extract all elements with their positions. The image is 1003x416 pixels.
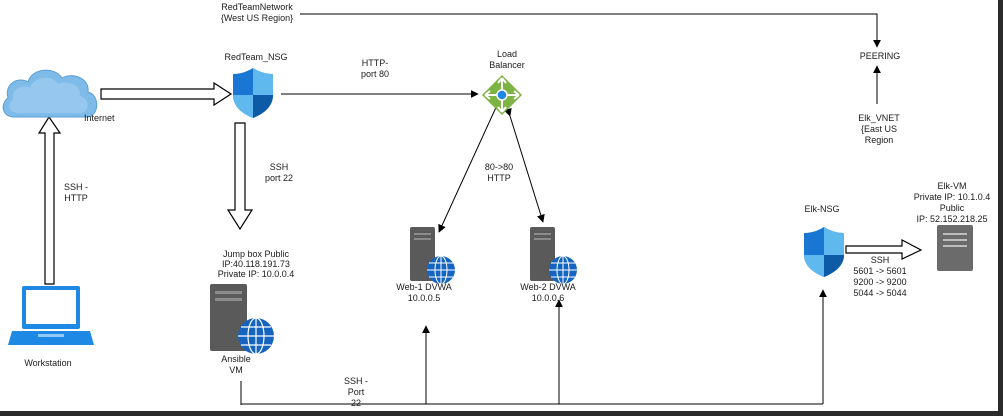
jumpbox-line1: Jump box Public — [223, 249, 290, 259]
elknsg-to-elkvm-arrow — [845, 239, 923, 260]
network-label: RedTeamNetwork {West US Region} — [221, 2, 293, 23]
elk-nsg-label: Elk-NSG — [804, 204, 839, 214]
lb-http-line1: 80->80 — [485, 162, 513, 172]
web1-line2: 10.0.0.5 — [408, 293, 441, 303]
ssh-port-bottom-line2: Port — [348, 387, 365, 397]
web2-label: Web-2 DVWA 10.0.0.6 — [520, 282, 576, 303]
connectors — [240, 13, 881, 405]
elk-ports-label: SSH 5601 -> 5601 9200 -> 9200 5044 -> 50… — [853, 255, 906, 298]
elk-vm-line4: IP: 52.152.218.25 — [916, 214, 987, 224]
ansible-label: Ansible VM — [221, 354, 251, 375]
load-balancer-label: Load Balancer — [489, 49, 525, 70]
workstation-to-internet-arrow — [37, 115, 62, 285]
lb-web1-line — [438, 94, 505, 233]
elk-vnet-line3: Region — [865, 135, 894, 145]
jumpbox-globe-icon — [238, 317, 274, 355]
jumpbox-line2: IP:40.118.191.73 — [222, 259, 290, 269]
ssh-port-bottom-label: SSH - Port 22 — [344, 376, 368, 408]
ssh-22-line1: SSH — [270, 162, 289, 172]
http-port-label: HTTP- port 80 — [361, 58, 389, 79]
ssh-port-bottom-line3: 22 — [351, 398, 361, 408]
ssh-http-line2: HTTP — [64, 193, 88, 203]
elk-vm-line3: Public — [940, 203, 965, 213]
load-balancer-icon — [482, 75, 522, 115]
jumpbox-line3: Private IP: 10.0.0.4 — [218, 269, 295, 279]
cloud-icon — [2, 69, 98, 118]
network-label-line1: RedTeamNetwork — [221, 2, 293, 12]
ssh-http-label: SSH - HTTP — [64, 182, 88, 203]
load-balancer-line1: Load — [497, 49, 517, 59]
web2-server-icon — [530, 227, 555, 281]
ssh-22-label: SSH port 22 — [265, 162, 293, 183]
nsg-to-jumpbox-arrow — [226, 122, 254, 231]
elk-ports-line4: 5044 -> 5044 — [853, 288, 906, 298]
ansible-line2: VM — [229, 365, 243, 375]
elk-ports-line3: 9200 -> 9200 — [853, 277, 906, 287]
ssh-http-line1: SSH - — [64, 182, 88, 192]
lb-web2-line — [504, 107, 545, 223]
http-port-line2: port 80 — [361, 69, 389, 79]
elk-vm-server-icon — [937, 225, 973, 271]
workstation-label: Workstation — [24, 358, 71, 368]
web2-globe-icon — [549, 255, 577, 285]
lb-http-label: 80->80 HTTP — [485, 162, 513, 183]
elk-vnet-label: Elk_VNET {East US Region — [858, 113, 900, 145]
elk-vnet-line1: Elk_VNET — [858, 113, 900, 123]
web1-globe-icon — [427, 255, 455, 285]
ssh-22-line2: port 22 — [265, 173, 293, 183]
workstation-laptop-icon — [8, 286, 94, 345]
elk-vm-label: Elk-VM Private IP: 10.1.0.4 Public IP: 5… — [914, 181, 991, 224]
internet-to-nsg-arrow — [100, 81, 233, 107]
elk-vm-line2: Private IP: 10.1.0.4 — [914, 192, 991, 202]
network-to-peering-line — [300, 13, 881, 48]
hollow-arrows — [37, 81, 923, 285]
jumpbox-label: Jump box Public IP:40.118.191.73 Private… — [218, 249, 295, 279]
web1-line1: Web-1 DVWA — [396, 282, 452, 292]
lb-http-line2: HTTP — [487, 173, 511, 183]
web1-label: Web-1 DVWA 10.0.0.5 — [396, 282, 452, 303]
redteam-nsg-shield-icon — [233, 68, 273, 118]
jumpbox-server-icon — [210, 284, 247, 351]
http-port-line1: HTTP- — [362, 58, 389, 68]
elk-vnet-line2: {East US — [861, 124, 897, 134]
web2-line1: Web-2 DVWA — [520, 282, 576, 292]
peering-label: PEERING — [860, 51, 901, 61]
ansible-line1: Ansible — [221, 354, 251, 364]
elk-nsg-shield-icon — [804, 227, 844, 277]
load-balancer-line2: Balancer — [489, 60, 525, 70]
internet-label: Internet — [84, 113, 115, 123]
elk-ports-line2: 5601 -> 5601 — [853, 266, 906, 276]
web2-line2: 10.0.0.6 — [532, 293, 565, 303]
redteam-nsg-label: RedTeam_NSG — [224, 52, 287, 62]
network-label-line2: {West US Region} — [221, 13, 293, 23]
elk-vm-line1: Elk-VM — [938, 181, 967, 191]
ssh-port-bottom-line1: SSH - — [344, 376, 368, 386]
elk-ports-line1: SSH — [871, 255, 890, 265]
